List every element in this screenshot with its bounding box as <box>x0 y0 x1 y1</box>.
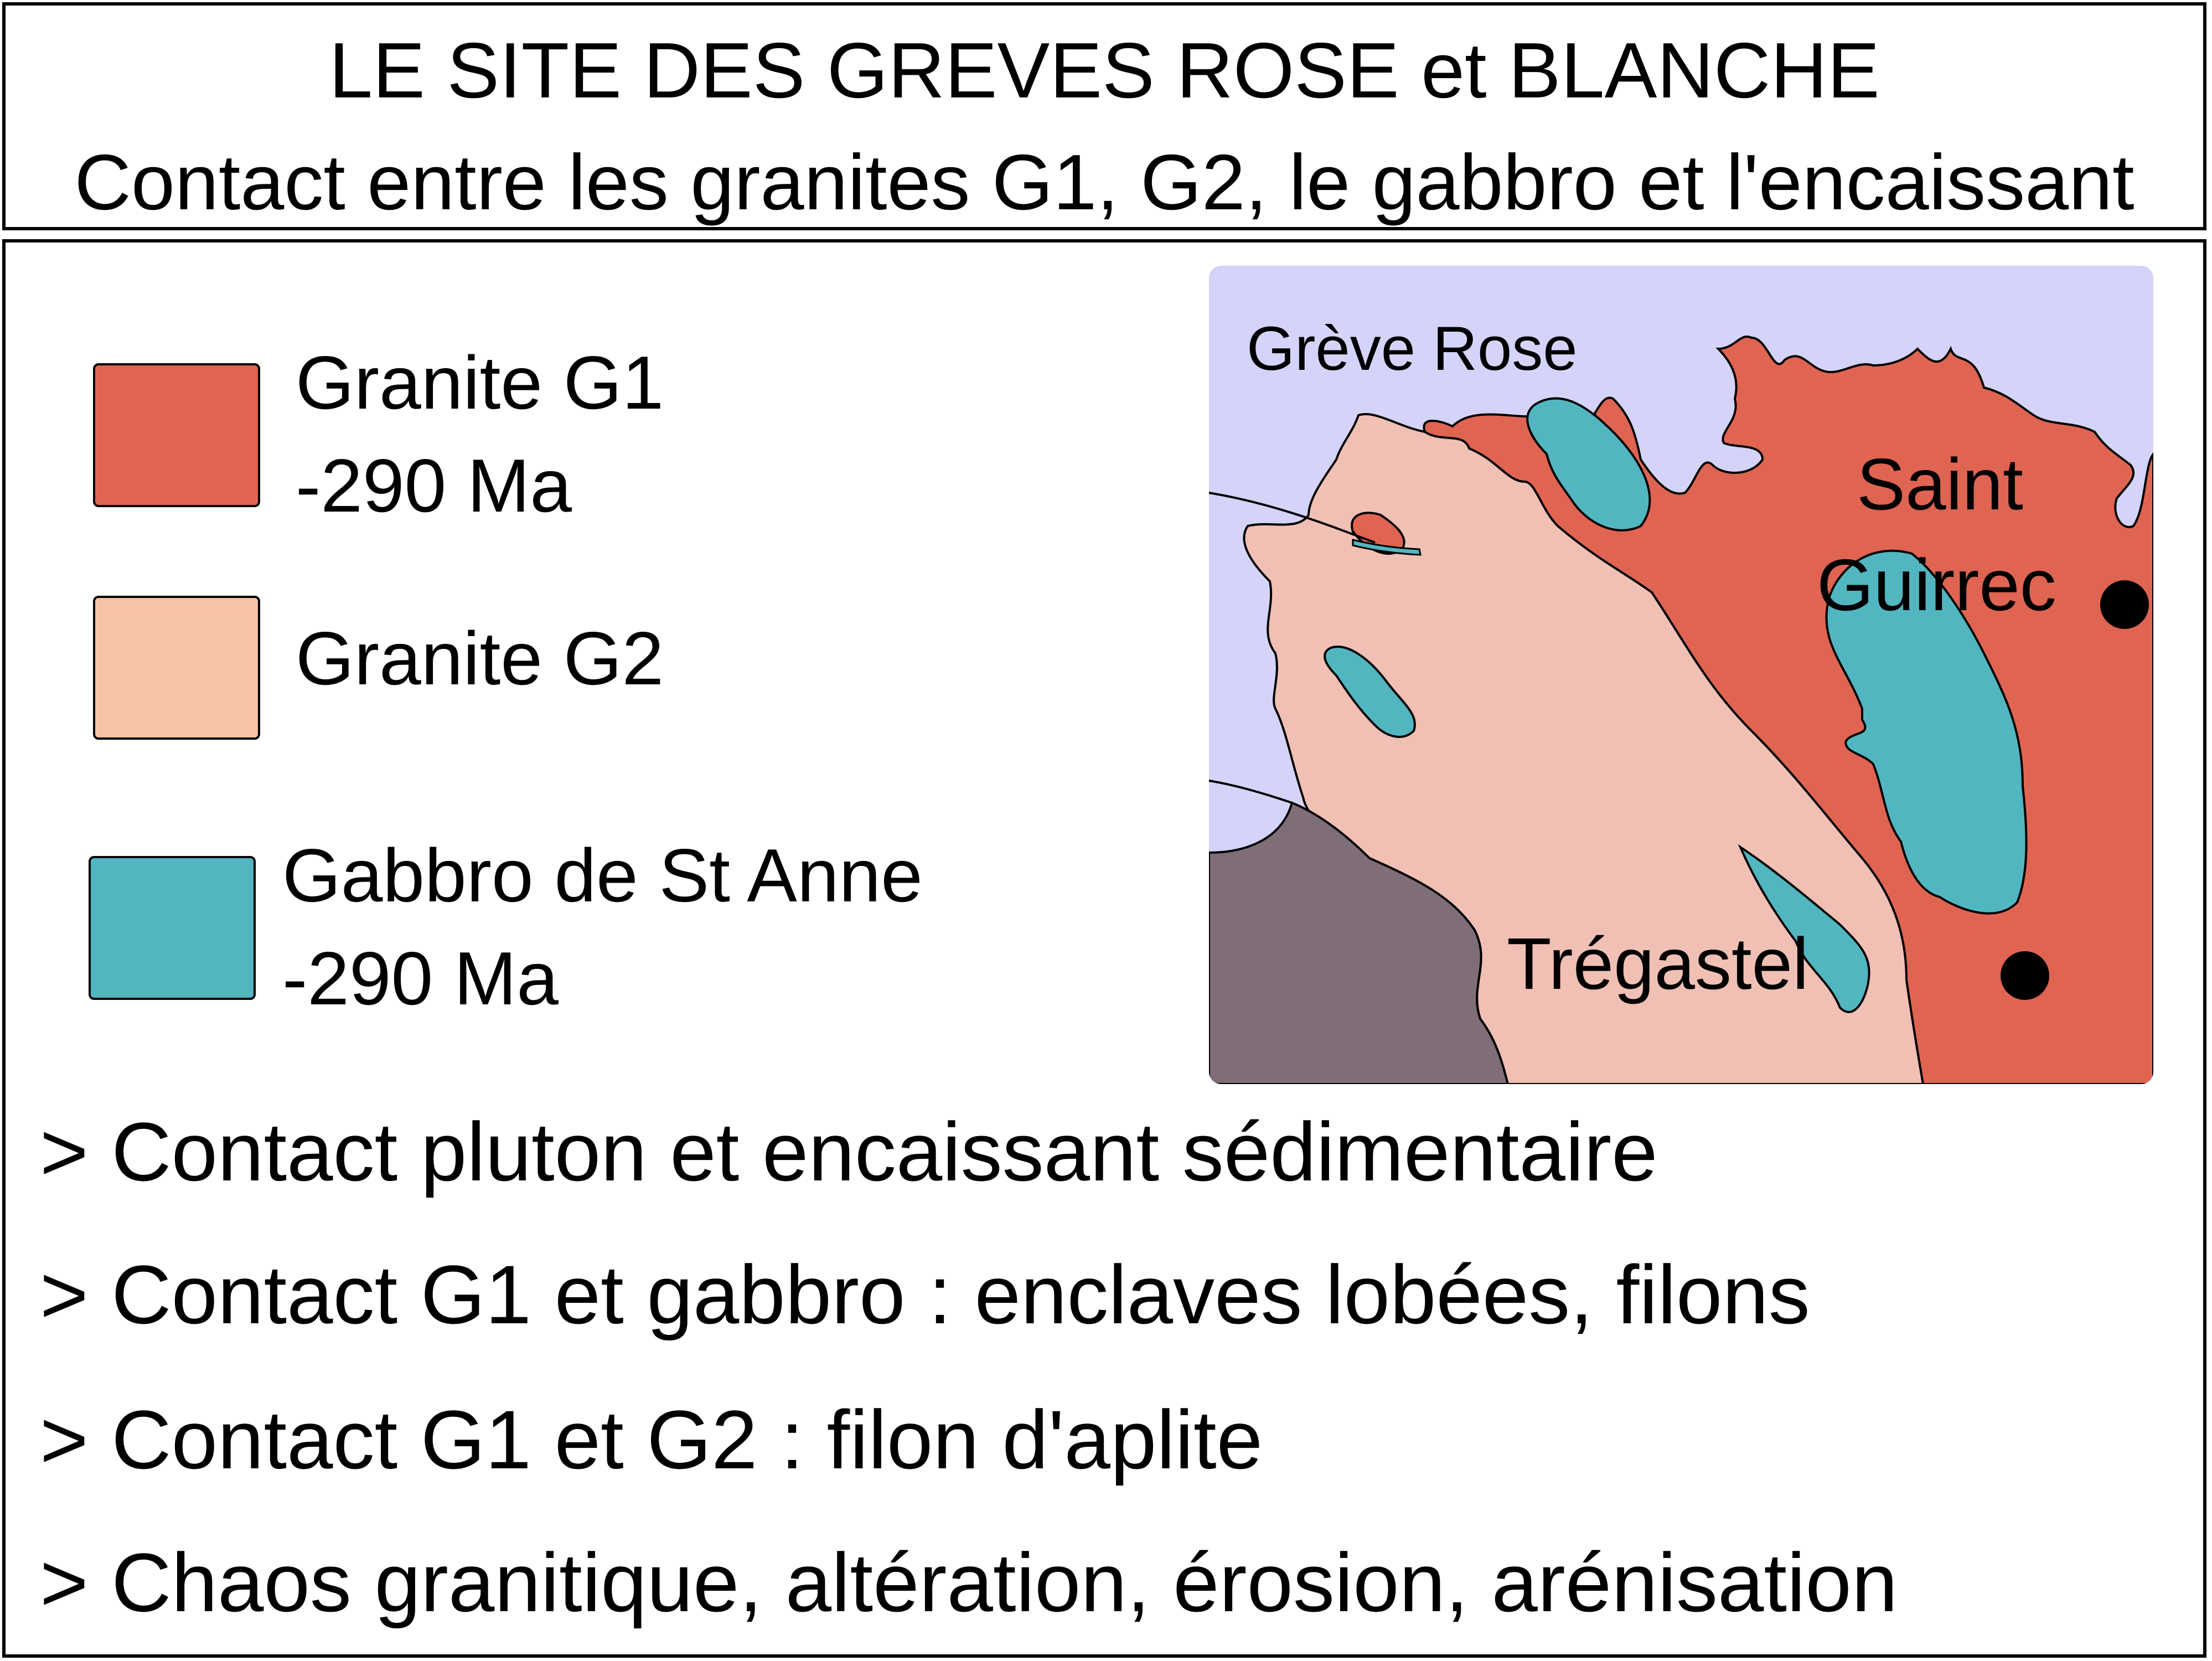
legend-swatch-granite-g1 <box>93 363 260 507</box>
legend-swatch-gabbro <box>89 856 256 1000</box>
contact-line-north <box>1209 492 1376 544</box>
tregastel-locality-dot <box>2001 951 2049 1000</box>
main-panel <box>2 239 2206 1658</box>
title-box: LE SITE DES GREVES ROSE et BLANCHE Conta… <box>2 2 2206 230</box>
list-item: > Contact G1 et G2 : filon d'aplite <box>40 1393 1263 1486</box>
legend-label-gabbro: Gabbro de St Anne <box>282 833 923 917</box>
gabbro-body-left-lobe <box>1738 844 1870 1013</box>
legend-age-granite-g1: -290 Ma <box>296 443 572 528</box>
label-guirrec: Guirrec <box>1817 544 2056 626</box>
legend-label-granite-g1: Granite G1 <box>296 341 664 425</box>
legend-label-granite-g2: Granite G2 <box>296 616 664 700</box>
legend-age-gabbro: -290 Ma <box>282 936 559 1020</box>
list-item: > Contact G1 et gabbro : enclaves lobées… <box>40 1248 1810 1341</box>
contact-line-south <box>1209 780 1293 804</box>
label-saint: Saint <box>1857 443 2023 525</box>
aplite-dike <box>1352 539 1422 556</box>
gabbro-body-north <box>1526 397 1651 532</box>
page-subtitle: Contact entre les granites G1, G2, le ga… <box>74 138 2135 226</box>
encaissant-area <box>1209 801 1510 1084</box>
geologic-map: Grève Rose Saint Guirrec Trégastel <box>1209 266 2153 1084</box>
label-tregastel: Trégastel <box>1507 923 1808 1004</box>
legend-swatch-granite-g2 <box>93 596 260 740</box>
gabbro-body-west <box>1324 646 1416 738</box>
gabbro-body-large <box>1825 549 2028 915</box>
label-greve-rose: Grève Rose <box>1247 314 1578 383</box>
list-item: > Chaos granitique, altération, érosion,… <box>40 1536 1898 1629</box>
saint-guirrec-locality-dot <box>2100 580 2149 629</box>
page-title: LE SITE DES GREVES ROSE et BLANCHE <box>329 27 1880 115</box>
list-item: > Contact pluton et encaissant sédimenta… <box>40 1105 1658 1198</box>
